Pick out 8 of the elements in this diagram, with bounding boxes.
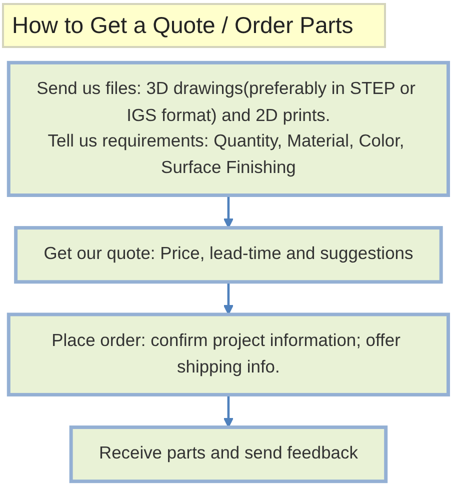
process-box: Place order: confirm project information; offer shipping info. (6, 312, 450, 396)
process-box: Send us files: 3D drawings(preferably in STEP or IGS format) and 2D prints. Tell us requirements: Quantity, Material, Color, Surface Finishing (6, 60, 450, 197)
process-box: Get our quote: Price, lead-time and suggestions (14, 226, 443, 284)
title-banner: How to Get a Quote / Order Parts (2, 3, 386, 48)
arrow (223, 394, 234, 428)
arrow (223, 195, 234, 228)
process-box: Receive parts and send feedback (69, 426, 388, 484)
arrow (223, 282, 234, 315)
